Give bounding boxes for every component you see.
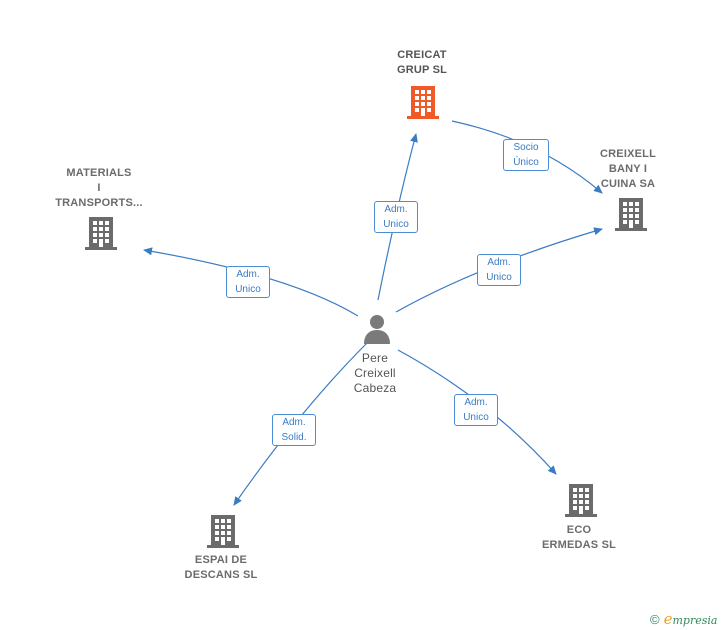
edge-label-line: Unico <box>463 412 489 423</box>
node-materials-line-1: MATERIALS <box>66 167 132 179</box>
node-person-line-1: Pere <box>361 351 389 365</box>
copyright-symbol: © <box>650 612 660 627</box>
node-materials-label[interactable]: MATERIALS I TRANSPORTS... <box>44 166 154 211</box>
node-creixell-line-3: CUINA SA <box>600 178 656 190</box>
building-icon[interactable] <box>406 84 440 120</box>
edge-label-creicat-creixell: Socio Único <box>503 139 549 171</box>
node-creixell-line-1: CREIXELL <box>600 148 656 160</box>
node-person-line-3: Cabeza <box>353 381 397 395</box>
node-creixell-label[interactable]: CREIXELL BANY I CUINA SA <box>578 147 678 192</box>
node-materials-line-2: I <box>97 182 101 194</box>
node-creicat-label[interactable]: CREICAT GRUP SL <box>372 48 472 78</box>
node-eco-line-2: ERMEDAS SL <box>541 539 617 551</box>
edge-label-line: Adm. <box>384 204 408 215</box>
edge-label-line: Socio <box>513 142 539 153</box>
building-icon[interactable] <box>564 482 598 518</box>
node-eco-label[interactable]: ECO ERMEDAS SL <box>529 523 629 553</box>
node-espai-line-2: DESCANS SL <box>184 569 258 581</box>
edge-label-person-eco: Adm. Unico <box>454 394 498 426</box>
edge-label-person-creixell: Adm. Unico <box>477 254 521 286</box>
edge-label-line: Único <box>513 157 539 168</box>
node-espai-line-1: ESPAI DE <box>194 554 248 566</box>
node-creixell-line-2: BANY I <box>608 163 648 175</box>
brand-logo-e: e <box>663 610 673 628</box>
node-materials-line-3: TRANSPORTS... <box>55 197 143 209</box>
edge-label-line: Adm. <box>282 417 306 428</box>
edge-label-line: Solid. <box>281 432 307 443</box>
edge-label-line: Unico <box>486 272 512 283</box>
building-icon[interactable] <box>206 513 240 549</box>
building-icon[interactable] <box>84 215 118 251</box>
brand-watermark: ©empresia <box>650 610 717 628</box>
edge-label-person-espai: Adm. Solid. <box>272 414 316 446</box>
building-icon[interactable] <box>614 196 648 232</box>
edge-label-line: Unico <box>383 219 409 230</box>
edge-label-line: Adm. <box>236 269 260 280</box>
edge-label-person-creicat: Adm. Unico <box>374 201 418 233</box>
node-creicat-line-1: CREICAT <box>397 49 447 61</box>
node-espai-label[interactable]: ESPAI DE DESCANS SL <box>171 553 271 583</box>
edge-label-person-materials: Adm. Unico <box>226 266 270 298</box>
node-eco-line-1: ECO <box>566 524 592 536</box>
node-creicat-line-2: GRUP SL <box>396 64 448 76</box>
brand-logo-text: mpresia <box>672 614 718 627</box>
person-icon[interactable] <box>362 313 392 345</box>
edge-label-line: Adm. <box>487 257 511 268</box>
edge-label-line: Unico <box>235 284 261 295</box>
node-person-line-2: Creixell <box>354 366 396 380</box>
edge-person-to-materials <box>143 247 359 317</box>
edge-label-line: Adm. <box>464 397 488 408</box>
node-person-label[interactable]: Pere Creixell Cabeza <box>325 351 425 396</box>
